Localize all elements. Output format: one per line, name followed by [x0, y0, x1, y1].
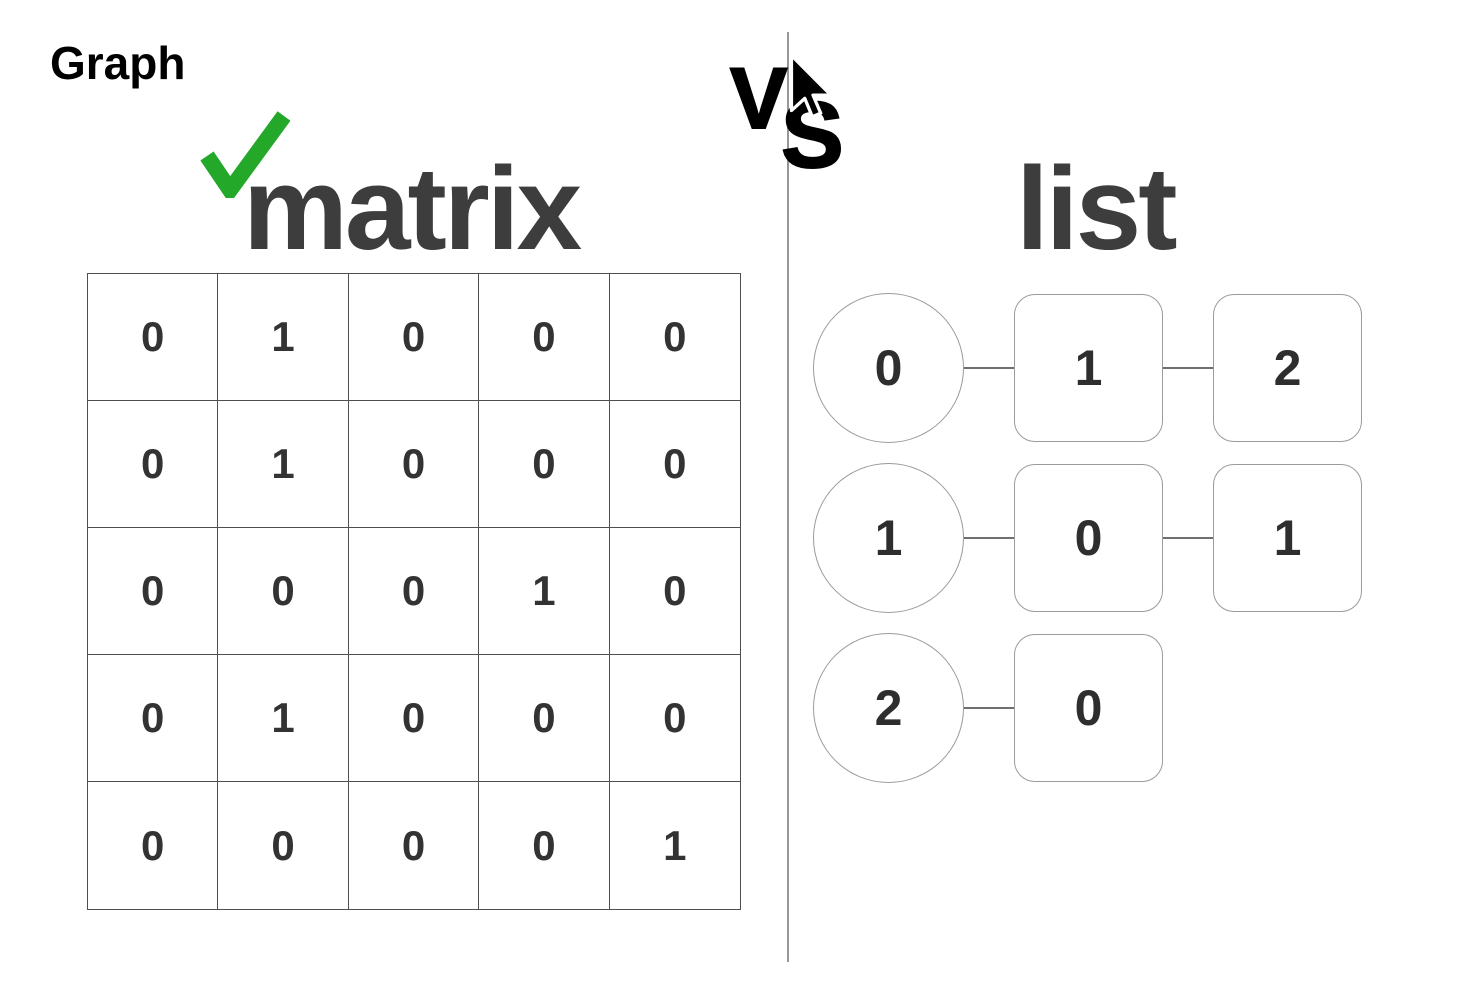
matrix-cell: 0 [88, 528, 219, 655]
matrix-cell: 1 [218, 655, 349, 782]
matrix-cell: 0 [479, 274, 610, 401]
matrix-cell: 0 [609, 274, 740, 401]
green-checkmark-icon [200, 111, 290, 198]
matrix-cell: 0 [348, 274, 480, 401]
neighbor-box: 0 [1014, 634, 1163, 782]
matrix-cell: 0 [349, 782, 480, 909]
neighbor-box: 0 [1014, 464, 1163, 612]
arrow-cursor-icon [789, 53, 833, 119]
matrix-cell: 1 [218, 401, 349, 528]
connector-line [964, 537, 1014, 539]
matrix-cell: 1 [663, 821, 687, 869]
matrix-cell: 0 [609, 528, 740, 655]
connector-line [964, 707, 1014, 709]
neighbor-box: 1 [1213, 464, 1362, 612]
matrix-cell: 0 [88, 274, 219, 401]
matrix-cell: 0 [348, 655, 480, 782]
matrix-cell: 0 [479, 401, 610, 528]
divider-line [787, 32, 789, 962]
list-heading: list [1016, 143, 1177, 275]
matrix-cell: 0 [609, 401, 740, 528]
matrix-cell: 0 [88, 401, 219, 528]
neighbor-box: 2 [1213, 294, 1362, 442]
connector-line [1163, 367, 1213, 369]
matrix-cell: 0 [88, 782, 219, 909]
node-circle: 2 [813, 633, 964, 783]
matrix-cell: 0 [348, 401, 480, 528]
matrix-cell: 1 [479, 528, 610, 655]
node-circle: 0 [813, 293, 964, 443]
matrix-heading: matrix [243, 143, 582, 275]
matrix-cell: 0 [479, 655, 610, 782]
matrix-cell: 0 [479, 782, 610, 909]
neighbor-box: 1 [1014, 294, 1163, 442]
connector-line [1163, 537, 1213, 539]
page-title: Graph [50, 37, 186, 89]
matrix-cell: 0 [218, 782, 349, 909]
matrix-cell: 0 [218, 528, 349, 655]
versus-letter-v: V [729, 51, 788, 147]
matrix-cell: 0 [88, 655, 219, 782]
node-circle: 1 [813, 463, 964, 613]
matrix-cell: 0 [348, 528, 480, 655]
matrix-cell: 0 [609, 655, 740, 782]
matrix-cell: 1 [218, 274, 349, 401]
connector-line [964, 367, 1014, 369]
